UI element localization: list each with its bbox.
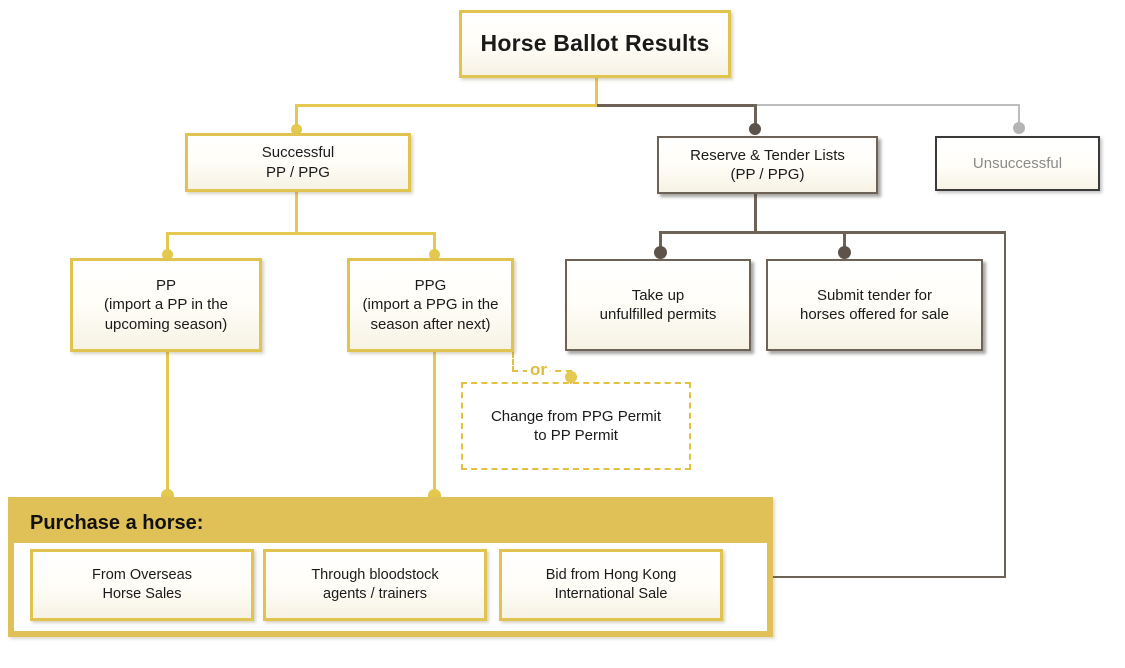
connector-successful-bus [166, 232, 436, 235]
connector-dot-pp [162, 249, 173, 260]
node-take-up-permits[interactable]: Take up unfulfilled permits [565, 259, 751, 351]
connector-bus-light [754, 104, 1020, 106]
node-root[interactable]: Horse Ballot Results [459, 10, 731, 78]
connector-reserve-right-vertical [1004, 231, 1006, 578]
connector-drop-takeup [659, 231, 662, 255]
connector-ppg-to-purchase [433, 352, 436, 500]
node-successful[interactable]: Successful PP / PPG [185, 133, 411, 192]
node-pp[interactable]: PP (import a PP in the upcoming season) [70, 258, 262, 352]
connector-dot-unsuccessful [1013, 122, 1025, 134]
node-submit-tender[interactable]: Submit tender for horses offered for sal… [766, 259, 983, 351]
node-change-permit[interactable]: Change from PPG Permit to PP Permit [461, 382, 691, 470]
connector-drop-successful [295, 104, 298, 132]
connector-dot-or [565, 371, 577, 383]
node-unsuccessful[interactable]: Unsuccessful [935, 136, 1100, 191]
node-ppg[interactable]: PPG (import a PPG in the season after ne… [347, 258, 514, 352]
connector-dot-ppg [429, 249, 440, 260]
connector-drop-unsuccessful [1018, 104, 1020, 130]
connector-reserve-down [754, 194, 757, 234]
connector-drop-tender [843, 231, 846, 255]
connector-successful-down [295, 192, 298, 234]
connector-root-down [595, 78, 598, 106]
connector-bus-gold [295, 104, 597, 107]
connector-bus-dark [597, 104, 756, 107]
purchase-panel-header: Purchase a horse: [14, 503, 767, 543]
node-overseas-horse-sales[interactable]: From Overseas Horse Sales [30, 549, 254, 621]
connector-reserve-to-hk-horizontal [726, 576, 1006, 578]
connector-drop-reserve [754, 104, 757, 132]
connector-dot-successful [291, 124, 302, 135]
connector-drop-pp [166, 232, 169, 258]
connector-dot-tender [838, 246, 851, 259]
node-bloodstock-agents[interactable]: Through bloodstock agents / trainers [263, 549, 487, 621]
node-hk-international-sale[interactable]: Bid from Hong Kong International Sale [499, 549, 723, 621]
node-reserve-tender-lists[interactable]: Reserve & Tender Lists (PP / PPG) [657, 136, 878, 194]
connector-or-vertical [512, 352, 514, 372]
or-label: or [527, 361, 550, 378]
connector-dot-reserve [749, 123, 761, 135]
connector-pp-to-purchase [166, 352, 169, 500]
connector-reserve-bus [659, 231, 1006, 234]
connector-dot-takeup [654, 246, 667, 259]
connector-drop-ppg [433, 232, 436, 258]
